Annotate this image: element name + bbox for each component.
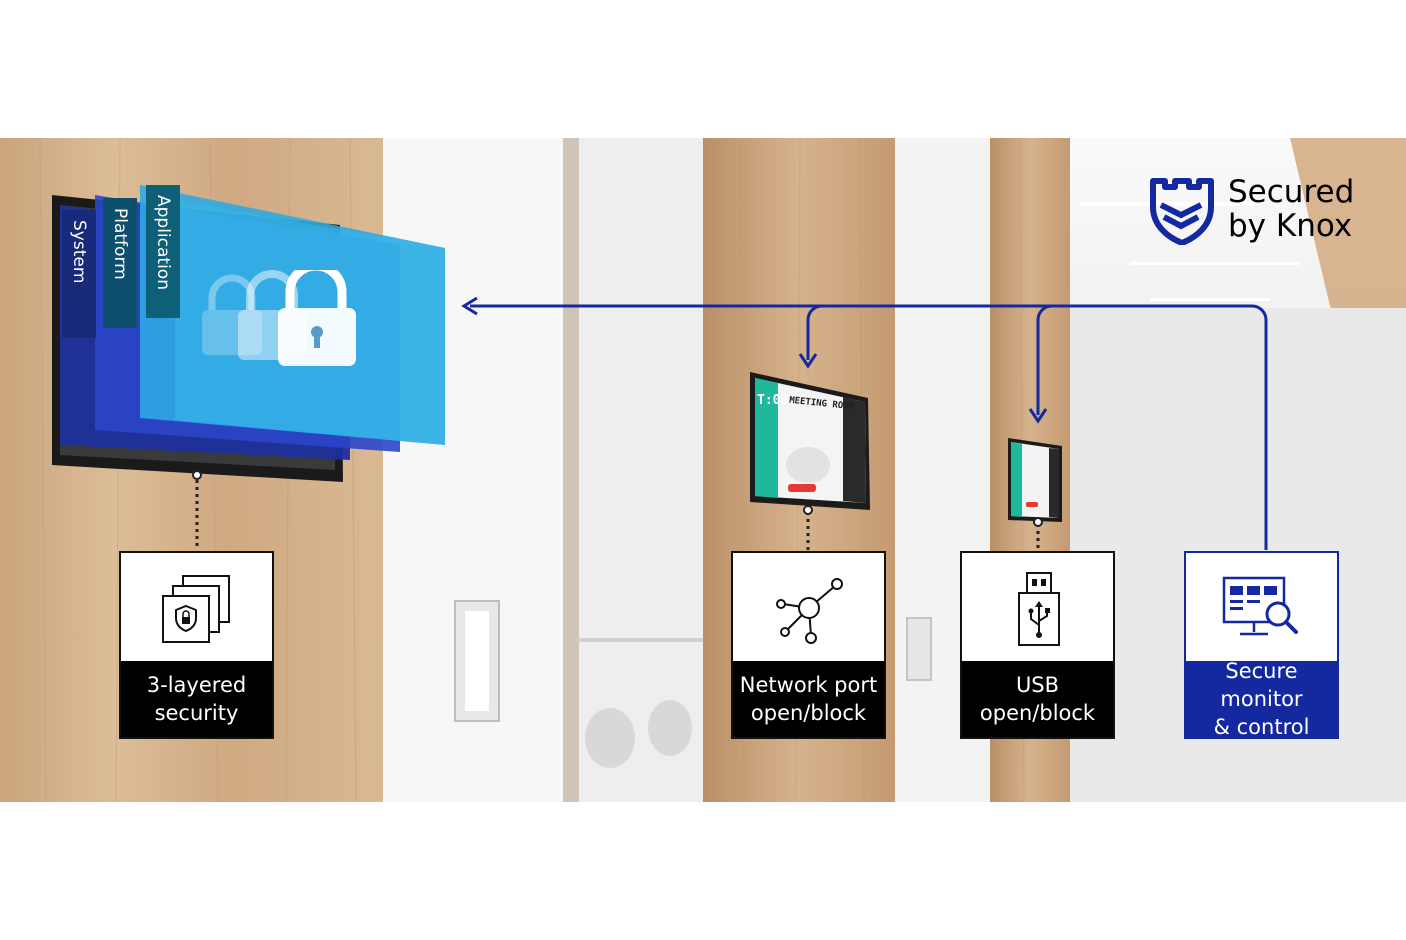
lock-icon: [202, 270, 356, 366]
brand-line2: by Knox: [1228, 208, 1353, 244]
signage-time: T:09: [757, 393, 789, 408]
feature-card-secure-monitor: Secure monitor& control: [1184, 551, 1339, 739]
layer-tab-system: System: [62, 210, 96, 338]
layer-tab-application: Application: [146, 185, 180, 318]
usb-icon: [1017, 572, 1060, 646]
layer-tab-platform: Platform: [103, 198, 137, 328]
knox-shield-icon: [1150, 178, 1214, 245]
feature-label: Secure monitor& control: [1186, 659, 1337, 739]
meeting-room-display: [750, 372, 870, 510]
usb-display: [1008, 438, 1062, 522]
layered-security-icon: [161, 575, 230, 643]
monitor-search-icon: [1222, 576, 1298, 636]
brand-line1: Secured: [1228, 174, 1355, 210]
door-handle: [454, 600, 500, 722]
network-node-icon: [775, 578, 843, 644]
